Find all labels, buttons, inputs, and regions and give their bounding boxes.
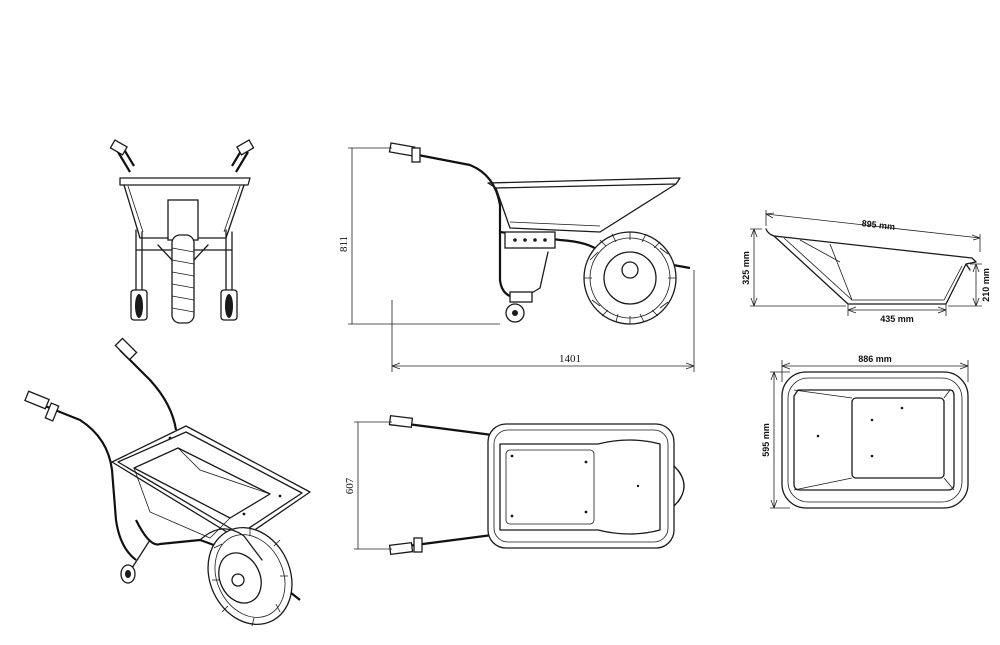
tray-rear-height: 210 mm — [981, 268, 991, 302]
tray-side-view: 895 mm 325 mm 210 mm 435 mm — [741, 210, 991, 324]
top-view: 607 — [344, 414, 685, 556]
side-height-dim: 811 — [338, 236, 350, 252]
tray-length: 886 mm — [858, 354, 892, 364]
isometric-view — [24, 337, 311, 627]
side-view: 811 1401 — [338, 142, 695, 372]
tray-top-length: 895 mm — [861, 218, 895, 232]
tray-depth: 325 mm — [741, 251, 751, 285]
top-width-dim: 607 — [344, 477, 356, 494]
tray-top-view: 886 mm 595 mm — [761, 354, 969, 509]
tray-bottom-length: 435 mm — [880, 314, 914, 324]
side-length-dim: 1401 — [559, 353, 581, 365]
tray-width: 595 mm — [761, 423, 771, 457]
front-view — [109, 139, 255, 324]
